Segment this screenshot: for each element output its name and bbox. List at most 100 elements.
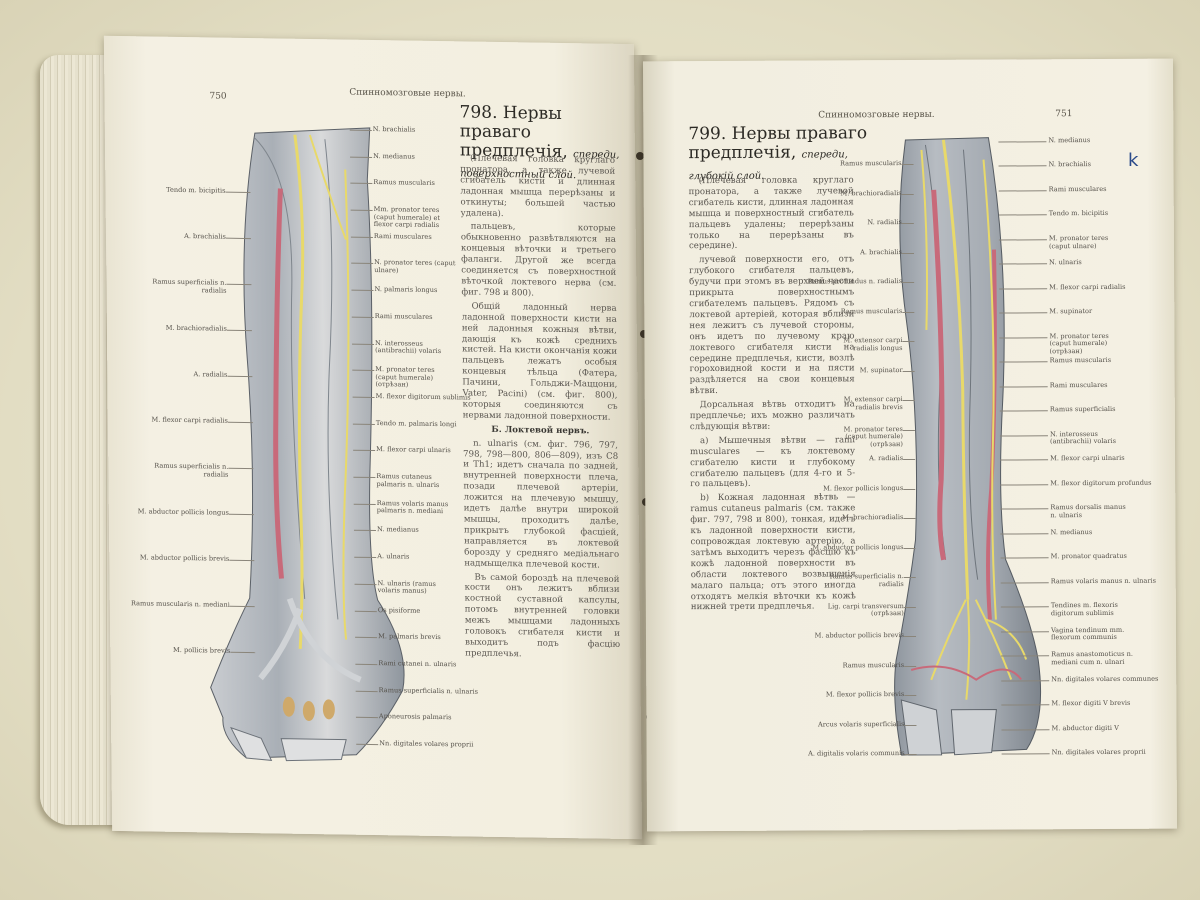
anatomy-label: N. palmaris longus xyxy=(374,285,438,295)
anatomy-label: A. radialis xyxy=(193,370,228,379)
anatomy-label: N. ulnaris (ramus volaris manus) xyxy=(377,578,436,596)
anatomy-label: Ramus muscularis xyxy=(840,306,903,315)
label-leader-line xyxy=(901,222,914,225)
ink-margin-mark: k xyxy=(1128,150,1139,171)
binding-stitch xyxy=(636,152,644,160)
anatomy-label: Ramus muscularis xyxy=(839,159,902,168)
forearm-illustration xyxy=(210,127,405,762)
anatomy-label: M. flexor carpi ulnaris xyxy=(1050,454,1125,463)
anatomy-label: M. supinator xyxy=(859,365,903,374)
anatomy-label: A. radialis xyxy=(869,454,904,463)
anatomy-label: M. extensor carpi radialis longus xyxy=(843,336,903,352)
anatomy-label: Ramus superficialis n. radialis xyxy=(154,461,229,479)
anatomy-label: M. flexor carpi radialis xyxy=(151,415,228,425)
anatomy-label: M. pollicis brevis xyxy=(172,645,231,655)
anatomy-label: N. interosseus (antibrachii) volaris xyxy=(374,338,442,356)
anatomy-label: N. interosseus (antibrachii) volaris xyxy=(1049,429,1117,446)
anatomy-label: M. pronator teres (caput ulnare) xyxy=(1048,233,1109,250)
anatomy-label: Ramus volaris manus n. ulnaris xyxy=(1050,576,1157,585)
anatomy-label: A. brachialis xyxy=(860,247,903,256)
label-leader-line xyxy=(904,694,917,697)
anatomy-label: M. brachioradialis xyxy=(840,188,902,197)
label-leader-line xyxy=(903,547,916,549)
anatomy-label: M. supinator xyxy=(1049,307,1093,316)
anatomy-label: Ramus cutaneus palmaris n. ulnaris xyxy=(376,472,440,489)
anatomy-label: Tendo m. bicipitis xyxy=(166,185,226,195)
label-leader-line xyxy=(901,163,914,166)
anatomy-label: Ramus dorsalis manus n. ulnaris xyxy=(1050,503,1126,520)
anatomy-label: Rami musculares xyxy=(1048,184,1107,194)
anatomy-label: Ramus profundus n. radialis xyxy=(807,277,903,286)
label-leader-line xyxy=(903,606,916,608)
anatomy-label: Ramus superficialis n. radialis xyxy=(829,572,904,588)
anatomy-label: M. flexor pollicis longus xyxy=(823,483,904,492)
anatomy-label: Ramus muscularis xyxy=(373,178,435,188)
label-leader-line xyxy=(901,252,914,254)
anatomy-label: M. flexor pollicis brevis xyxy=(825,690,905,699)
anatomy-label: Ramus muscularis xyxy=(1049,356,1112,365)
anatomy-label: N. brachialis xyxy=(372,124,416,134)
anatomy-label: M. flexor carpi ulnaris xyxy=(376,445,451,455)
anatomy-label: Rami cutanei n. ulnaris xyxy=(378,659,457,669)
anatomy-label: M. brachioradialis xyxy=(165,323,227,333)
anatomical-plate xyxy=(104,36,634,762)
anatomy-label: M. abductor pollicis longus xyxy=(812,542,904,552)
anatomy-label: N. brachialis xyxy=(1048,160,1091,169)
anatomy-label: Tendo m. bicipitis xyxy=(1048,209,1109,218)
label-leader-line xyxy=(903,517,916,520)
anatomy-label: M. abductor pollicis longus xyxy=(137,507,229,517)
label-leader-line xyxy=(902,311,915,313)
anatomical-plate xyxy=(643,59,1173,756)
anatomy-label: N. medianus xyxy=(373,151,415,161)
label-leader-line xyxy=(904,724,917,726)
anatomy-label: Nn. digitales volares proprii xyxy=(1051,747,1146,757)
anatomy-label: N. medianus xyxy=(376,525,419,535)
label-leader-line xyxy=(903,576,916,579)
right-page: Спинномозговые нервы. 751 799. Нервы пра… xyxy=(642,58,1178,832)
anatomy-label: M. flexor digitorum sublimis xyxy=(375,391,471,402)
anatomy-label: M. flexor carpi radialis xyxy=(1049,282,1126,292)
anatomy-label: M. flexor digiti V brevis xyxy=(1051,698,1131,708)
label-leader-line xyxy=(904,753,917,756)
anatomy-label: Ramus superficialis n. radialis xyxy=(152,277,227,295)
label-leader-line xyxy=(902,281,915,284)
anatomy-label: M. extensor carpi radialis brevis xyxy=(843,395,903,411)
anatomy-label: M. abductor pollicis brevis xyxy=(139,553,230,563)
anatomy-label: M. brachioradialis xyxy=(842,513,904,522)
anatomy-label: Rami musculares xyxy=(1049,380,1108,390)
anatomy-label: Ramus muscularis n. mediani xyxy=(130,599,230,609)
label-leader-line xyxy=(902,340,915,343)
anatomy-label: N. ulnaris xyxy=(1049,258,1082,267)
label-leader-line xyxy=(904,665,917,667)
anatomy-label: Nn. digitales volares proprii xyxy=(379,739,474,749)
anatomy-label: Ramus volaris manus palmaris n. mediani xyxy=(376,498,449,516)
anatomy-label: M. pronator teres (caput humerale) (отрѣ… xyxy=(843,424,904,448)
anatomy-label: N. medianus xyxy=(1048,136,1091,145)
anatomy-label: M. abductor digiti V xyxy=(1051,723,1119,732)
anatomy-label: N. pronator teres (caput ulnare) xyxy=(374,258,456,275)
label-leader-line xyxy=(904,635,917,638)
anatomy-label: N. medianus xyxy=(1050,527,1093,536)
anatomy-label: M. abductor pollicis brevis xyxy=(814,631,905,640)
anatomy-label: Tendo m. palmaris longi xyxy=(375,418,457,428)
anatomy-label: M. flexor digitorum profundus xyxy=(1050,478,1152,487)
anatomy-label: Ramus anastomoticus n. mediani cum n. ul… xyxy=(1051,649,1134,666)
anatomy-label: Vagina tendinum mm. flexorum communis xyxy=(1050,625,1125,642)
anatomy-label: N. radialis xyxy=(867,218,902,227)
anatomy-label: Nn. digitales volares communes xyxy=(1051,674,1159,683)
label-leader-line xyxy=(903,488,916,490)
anatomy-label: A. digitalis volaris communis xyxy=(808,749,905,758)
anatomy-label: Rami musculares xyxy=(374,311,433,321)
forearm-illustration xyxy=(894,137,1042,756)
anatomy-label: Ramus muscularis xyxy=(842,660,905,669)
anatomy-label: M. palmaris brevis xyxy=(378,632,441,642)
anatomy-label: Lig. carpi transversum (отрѣзан) xyxy=(827,601,904,618)
label-leader-line xyxy=(903,458,916,461)
anatomy-label: A. ulnaris xyxy=(377,552,410,561)
anatomy-label: Ramus superficialis n. ulnaris xyxy=(378,685,479,696)
anatomy-label: Tendines m. flexoris digitorum sublimis xyxy=(1050,601,1118,617)
anatomy-label: M. pronator teres (caput humerale) (отрѣ… xyxy=(1049,331,1109,356)
label-leader-line xyxy=(902,399,915,402)
label-leader-line xyxy=(902,429,915,431)
